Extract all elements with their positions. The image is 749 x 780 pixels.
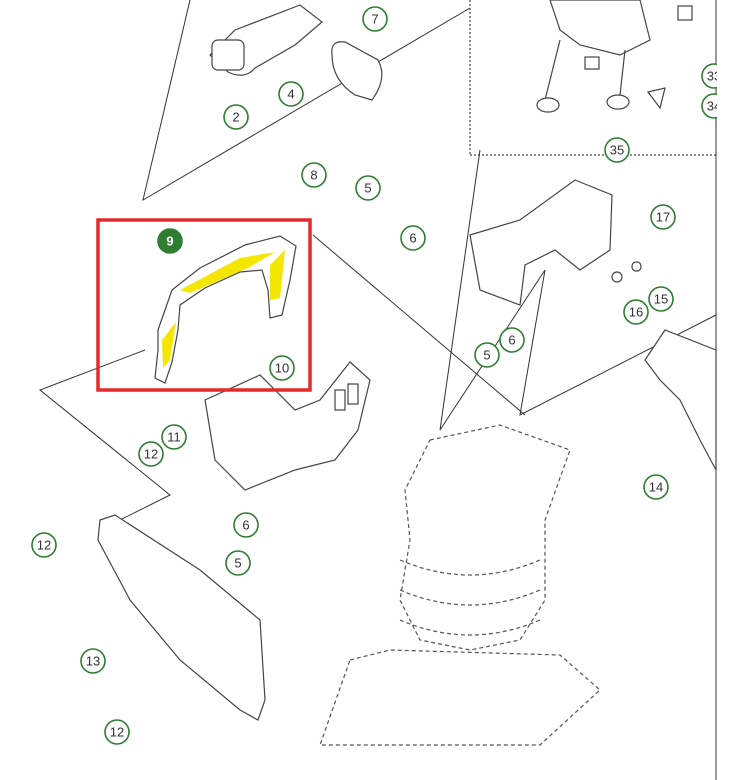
- callout-5[interactable]: 5: [474, 342, 500, 368]
- skid-plate-part[interactable]: [204, 361, 371, 491]
- callout-2[interactable]: 2: [223, 104, 249, 130]
- svg-text:5: 5: [483, 348, 490, 363]
- callout-6[interactable]: 6: [400, 225, 426, 251]
- svg-text:12: 12: [110, 725, 124, 740]
- callout-15[interactable]: 15: [648, 286, 674, 312]
- svg-text:2: 2: [232, 110, 239, 125]
- svg-text:9: 9: [166, 234, 173, 249]
- side-guard-part[interactable]: [97, 514, 266, 721]
- callout-6[interactable]: 6: [499, 327, 525, 353]
- svg-text:35: 35: [610, 143, 624, 158]
- callout-12[interactable]: 12: [104, 719, 130, 745]
- lifting-handle-part[interactable]: [154, 235, 297, 384]
- upper-frame-part[interactable]: [536, 0, 693, 113]
- svg-text:16: 16: [629, 305, 643, 320]
- callout-5[interactable]: 5: [355, 175, 381, 201]
- svg-text:15: 15: [654, 292, 668, 307]
- callout-12[interactable]: 12: [138, 441, 164, 467]
- selection-highlight-box: [96, 218, 312, 392]
- svg-text:6: 6: [508, 333, 515, 348]
- svg-text:5: 5: [364, 181, 371, 196]
- svg-text:12: 12: [144, 447, 158, 462]
- svg-text:6: 6: [242, 518, 249, 533]
- frame-arm-part[interactable]: [644, 329, 717, 471]
- callout-6[interactable]: 6: [233, 512, 259, 538]
- svg-text:7: 7: [371, 12, 378, 27]
- svg-text:10: 10: [275, 361, 289, 376]
- callout-8[interactable]: 8: [301, 162, 327, 188]
- svg-text:12: 12: [37, 538, 51, 553]
- svg-text:14: 14: [649, 480, 663, 495]
- rammer-body-outline: [319, 424, 601, 746]
- callout-7[interactable]: 7: [362, 6, 388, 32]
- callout-16[interactable]: 16: [623, 299, 649, 325]
- callout-17[interactable]: 17: [650, 204, 676, 230]
- svg-text:8: 8: [310, 168, 317, 183]
- cover-cap-part[interactable]: [331, 41, 383, 101]
- svg-text:13: 13: [86, 654, 100, 669]
- callout-4[interactable]: 4: [278, 81, 304, 107]
- handle-grip-part[interactable]: [209, 4, 323, 76]
- svg-text:17: 17: [656, 210, 670, 225]
- right-edge-mask: [717, 0, 749, 780]
- callout-14[interactable]: 14: [643, 474, 669, 500]
- svg-text:11: 11: [167, 430, 181, 445]
- callout-11[interactable]: 11: [161, 424, 187, 450]
- svg-text:4: 4: [287, 87, 294, 102]
- callout-35[interactable]: 35: [604, 137, 630, 163]
- callout-12[interactable]: 12: [31, 532, 57, 558]
- svg-text:5: 5: [234, 556, 241, 571]
- callout-9-selected[interactable]: 9: [157, 228, 183, 254]
- svg-text:6: 6: [409, 231, 416, 246]
- callout-5[interactable]: 5: [225, 550, 251, 576]
- callout-10[interactable]: 10: [269, 355, 295, 381]
- mounting-bracket-part[interactable]: [469, 179, 642, 306]
- callout-13[interactable]: 13: [80, 648, 106, 674]
